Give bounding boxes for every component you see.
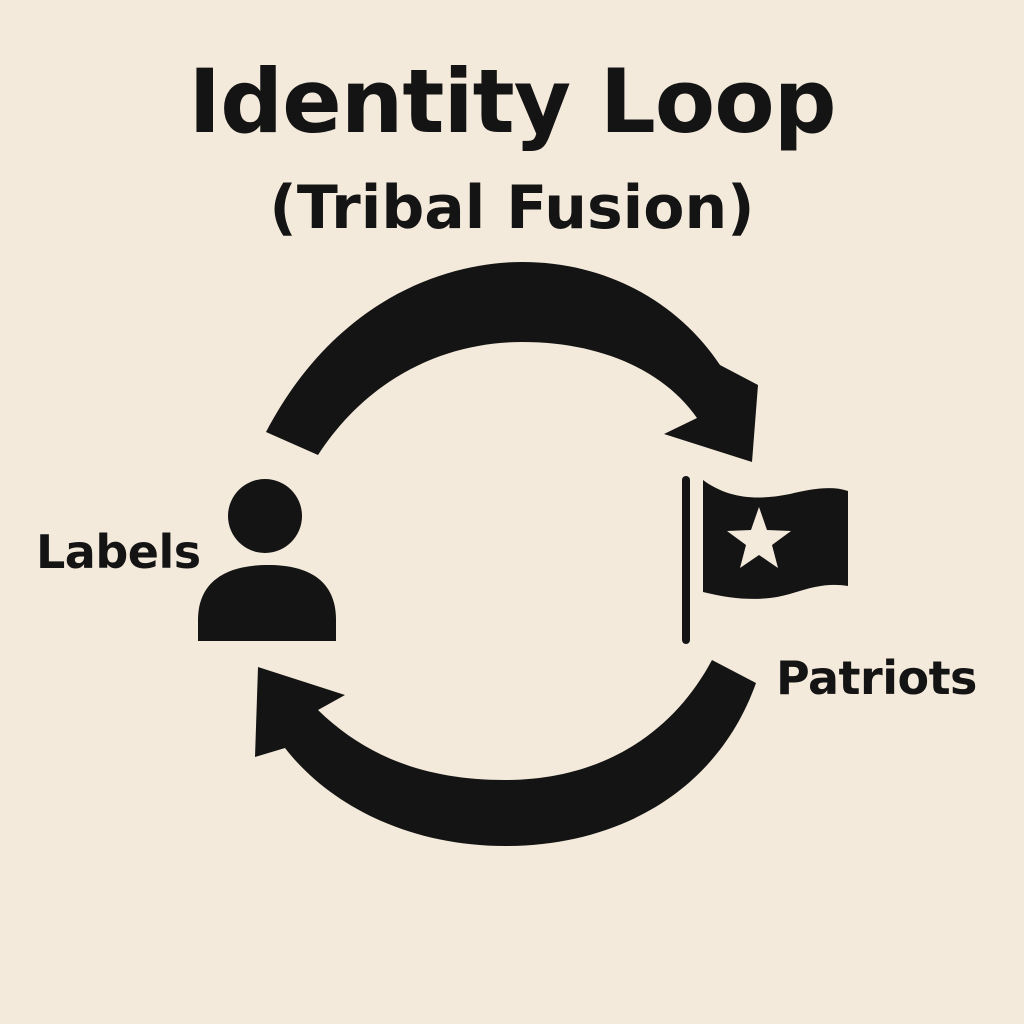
star-flag-icon (682, 476, 848, 644)
node-label-patriots: Patriots (776, 651, 977, 705)
node-label-labels: Labels (36, 525, 201, 579)
person-icon (198, 479, 336, 641)
curved-arrow-left-icon (255, 660, 756, 846)
diagram-title: Identity Loop (188, 50, 836, 153)
star-icon (727, 507, 791, 568)
curved-arrow-right-icon (266, 262, 758, 462)
diagram-subtitle: (Tribal Fusion) (269, 173, 755, 243)
